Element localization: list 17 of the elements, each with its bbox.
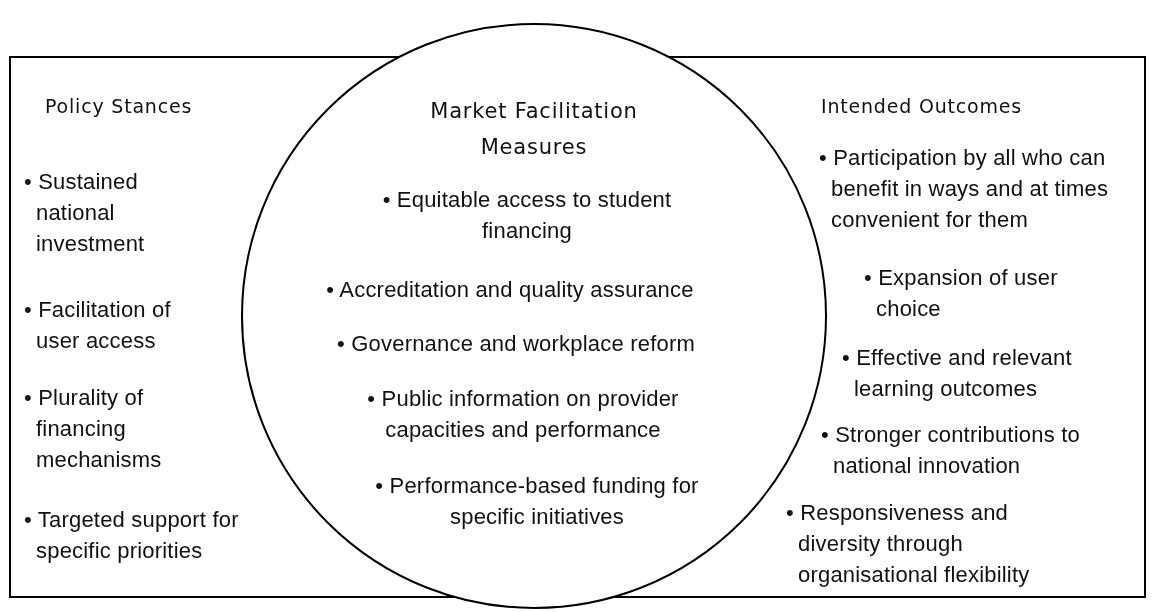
section-heading: Intended Outcomes: [821, 94, 1023, 119]
bullet-item: • Stronger contributions to national innovation: [821, 421, 1081, 480]
bullet-item: • Targeted support for specific priorities: [24, 506, 240, 565]
bullet-item: • Accreditation and quality assurance: [325, 276, 695, 304]
bullet-item: • Equitable access to student financing: [381, 186, 673, 245]
bullet-item: • Participation by all who can benefit in ways and at times convenient for them: [819, 144, 1110, 234]
bullet-item: • Effective and relevant learning outcomes: [842, 344, 1073, 403]
bullet-item: • Governance and workplace reform: [336, 330, 696, 358]
section-heading: Market Facilitation Measures: [429, 98, 639, 161]
section-heading: Policy Stances: [45, 94, 194, 119]
bullet-item: • Sustained national investment: [24, 168, 146, 258]
bullet-item: • Expansion of user choice: [864, 264, 1059, 323]
bullet-item: • Facilitation of user access: [24, 296, 172, 355]
bullet-item: • Responsiveness and diversity through organisational flexibility: [786, 499, 1031, 589]
bullet-item: • Performance-based funding for specific initiatives: [374, 472, 700, 531]
bullet-item: • Plurality of financing mechanisms: [24, 384, 163, 474]
bullet-item: • Public information on provider capacities and performance: [366, 385, 680, 444]
